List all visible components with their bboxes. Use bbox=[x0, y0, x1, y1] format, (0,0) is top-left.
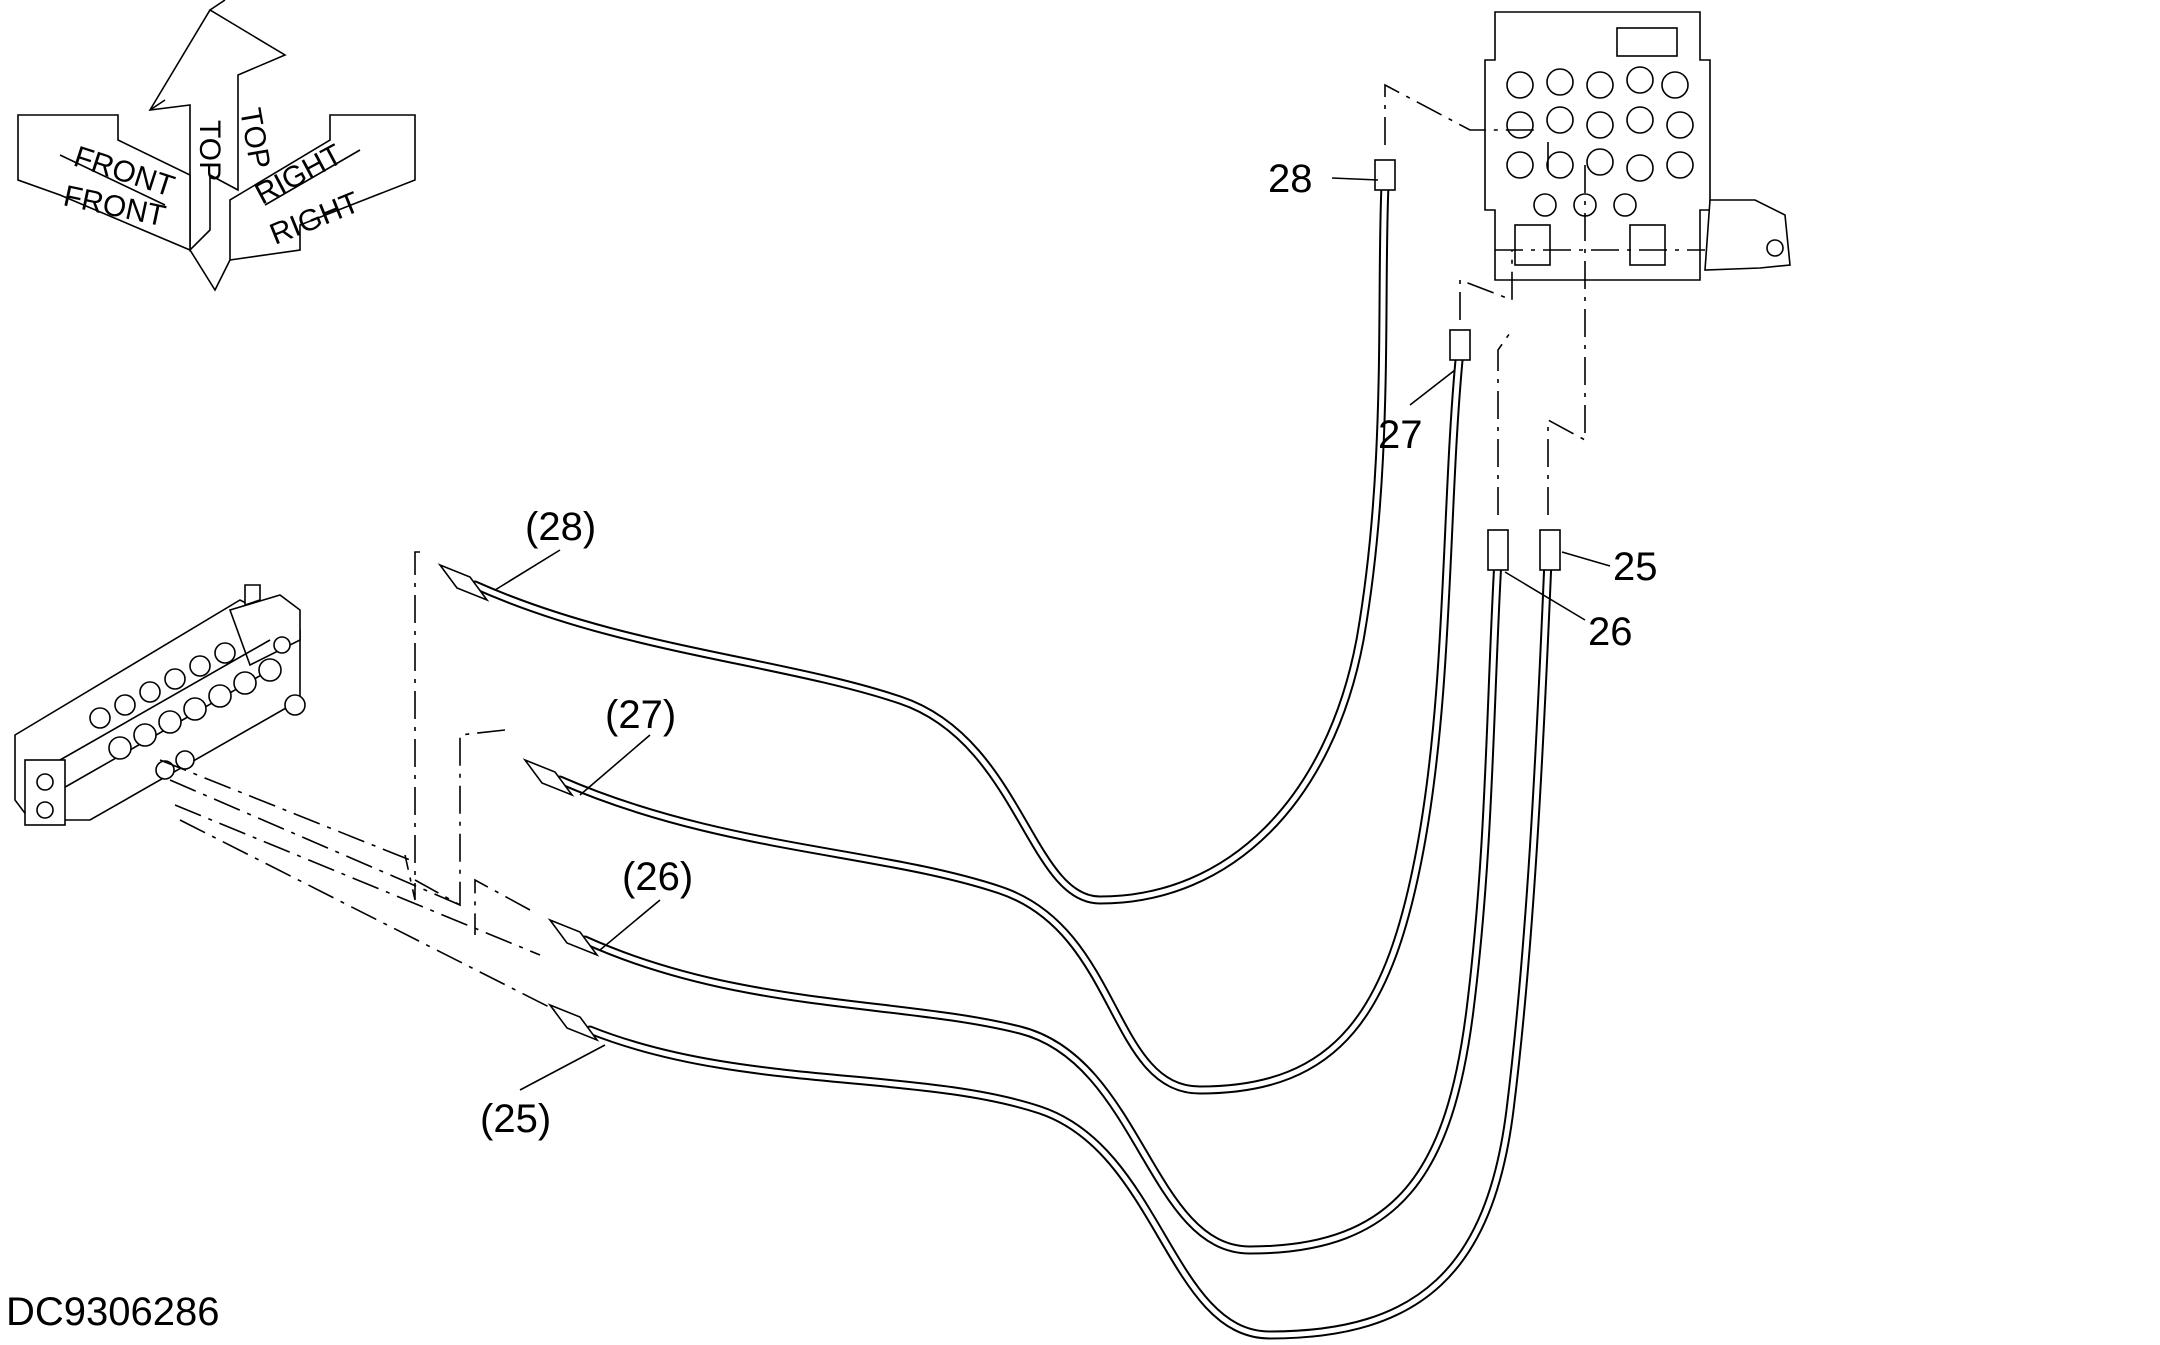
control-valve-left bbox=[14, 584, 306, 826]
connection-lines bbox=[159, 83, 1586, 1011]
callout-25: 25 bbox=[1613, 545, 1658, 589]
top-label-2: TOP bbox=[233, 105, 276, 171]
callout-27-ref: (27) bbox=[605, 693, 676, 737]
callout-labels: 28 27 25 26 (28) (27) (26) (25) bbox=[480, 157, 1658, 1141]
orientation-indicator: TOP TOP FRONT FRONT RIGHT RIGHT bbox=[17, 0, 416, 292]
callout-26: 26 bbox=[1588, 610, 1633, 654]
top-label: TOP bbox=[193, 120, 226, 181]
callout-28-ref: (28) bbox=[525, 505, 596, 549]
callout-27: 27 bbox=[1378, 413, 1423, 457]
drawing-id: DC9306286 bbox=[6, 1290, 220, 1334]
callout-25-ref: (25) bbox=[480, 1097, 551, 1141]
callout-26-ref: (26) bbox=[622, 855, 693, 899]
callout-28: 28 bbox=[1268, 157, 1313, 201]
pilot-valve-right bbox=[1484, 11, 1791, 281]
leader-lines bbox=[494, 177, 1611, 1091]
hoses bbox=[437, 159, 1561, 1340]
